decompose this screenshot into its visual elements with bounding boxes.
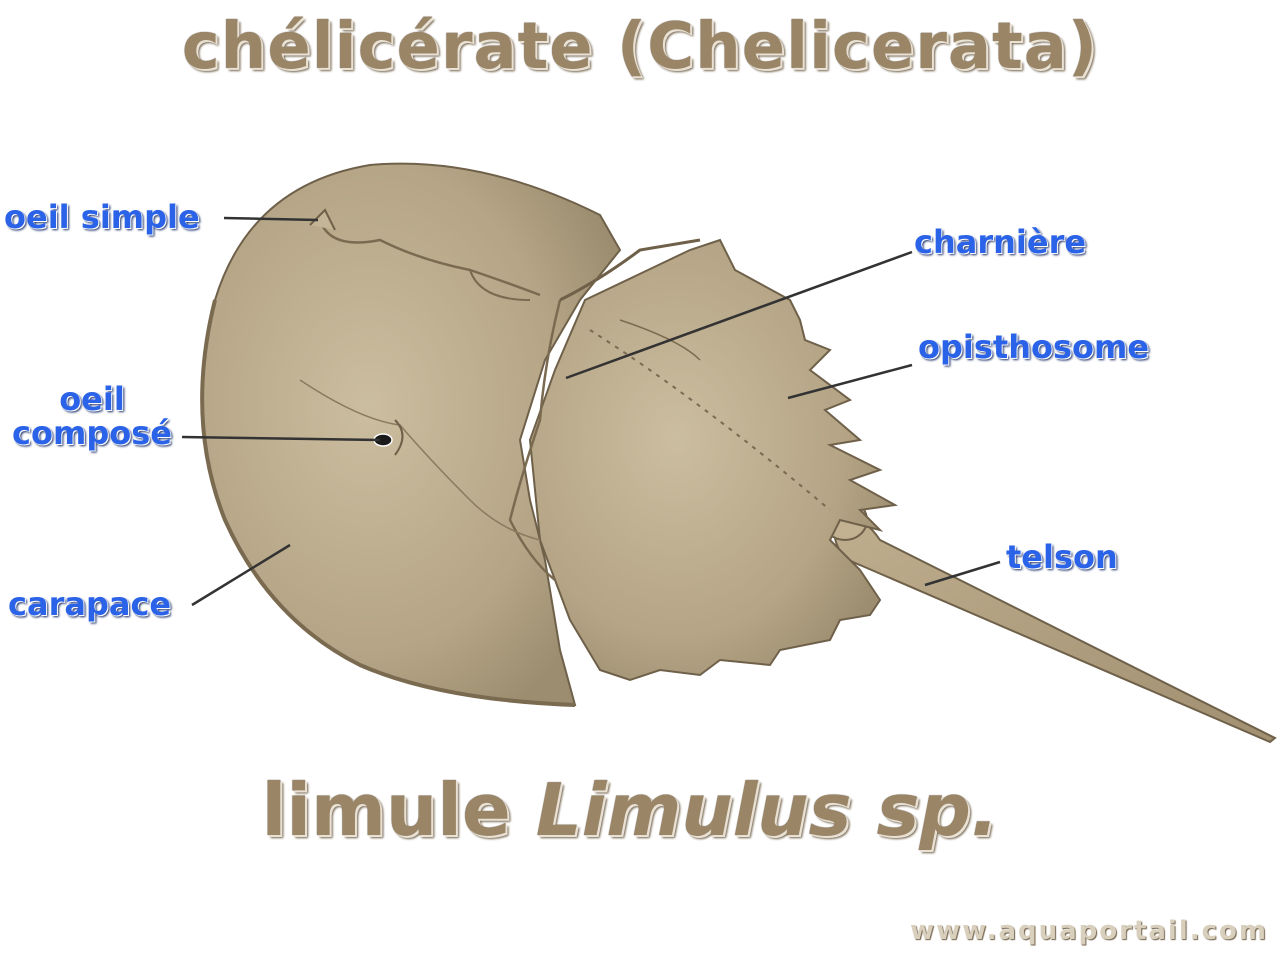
leader-oeil-compose	[181, 435, 381, 442]
page-title: chélicérate (Chelicerata)	[181, 10, 1099, 84]
opisthosome-shape	[528, 238, 899, 682]
label-oeil-compose: oeil composé	[4, 382, 180, 450]
species-scientific-name: Limulus sp.	[535, 768, 999, 852]
species-caption: limule Limulus sp.	[0, 768, 1260, 852]
label-oeil-compose-line1: oeil	[59, 380, 125, 418]
label-carapace: carapace	[8, 585, 172, 623]
hinge-line	[559, 238, 701, 302]
label-charniere: charnière	[914, 223, 1087, 261]
species-common-name: limule	[261, 768, 536, 852]
label-oeil-compose-line2: composé	[12, 414, 172, 452]
label-oeil-simple: oeil simple	[4, 198, 200, 236]
leader-telson	[924, 560, 1001, 587]
leader-charniere	[565, 250, 913, 380]
leader-carapace	[191, 543, 291, 607]
site-watermark: www.aquaportail.com	[910, 916, 1268, 946]
label-telson: telson	[1006, 538, 1118, 576]
label-opisthosome: opisthosome	[918, 328, 1150, 366]
leader-oeil-simple	[223, 216, 319, 222]
leader-opisthosome	[787, 363, 913, 400]
